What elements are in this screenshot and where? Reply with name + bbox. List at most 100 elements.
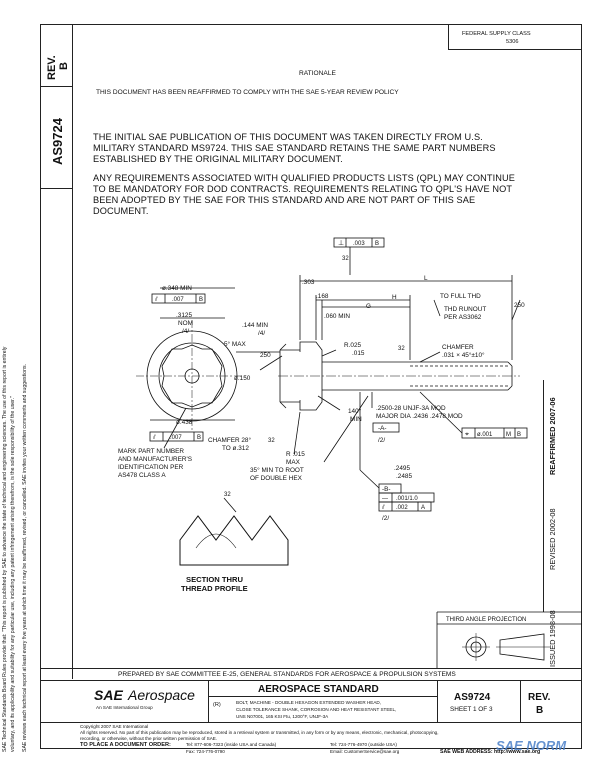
fcf5-symbol: ⫽: [381, 504, 385, 511]
prepared-by: PREPARED BY SAE COMMITTEE E-25, GENERAL …: [118, 671, 456, 678]
sheet-number: SHEET 1 OF 3: [450, 706, 493, 713]
revision-mark: (R): [213, 702, 221, 708]
footer-doc-number: AS9724: [454, 692, 491, 703]
rights-2: recording, or otherwise, without the pri…: [80, 736, 218, 741]
thread-runout-1: THD RUNOUT: [444, 306, 486, 313]
supply-class-line1: FEDERAL SUPPLY CLASS: [462, 31, 531, 37]
deg-5-max: 5° MAX: [224, 340, 246, 348]
qpl-line4: DOCUMENT.: [93, 206, 149, 216]
finish-32-top: 32: [342, 256, 349, 262]
dim-l: L: [424, 275, 428, 282]
qpl-line1: ANY REQUIREMENTS ASSOCIATED WITH QUALIFI…: [93, 173, 515, 183]
note-2b: /2/: [382, 515, 389, 522]
left-column-divider: [72, 24, 73, 679]
note-4b: /4/: [258, 330, 265, 337]
thread-profile: [179, 515, 289, 566]
thread-spec-2: MAJOR DIA .2436 .2478 MOD: [376, 413, 463, 420]
desc-line1: BOLT, MACHINE - DOUBLE HEXAGON EXTENDED …: [236, 700, 381, 705]
mark-line1: MARK PART NUMBER: [118, 448, 184, 455]
finish-250: 250: [514, 302, 525, 309]
left-num-divider: [40, 188, 73, 189]
max-label: MAX: [286, 459, 301, 466]
fcf4-tol: .001/1.0: [396, 496, 418, 502]
dia-2495: .2495: [394, 465, 410, 472]
fcf3-datum: B: [517, 432, 521, 438]
mark-line4: AS478 CLASS A: [118, 472, 166, 479]
datum-b: -B-: [382, 486, 391, 493]
dia-150: ø.150: [234, 375, 251, 382]
logo-tagline: An SAE International Group: [96, 705, 153, 710]
footer-desc-divider: [437, 680, 438, 722]
fcf-position: [378, 501, 432, 512]
desc-line2: CLOSE TOLERANCE SHANK, CORROSION AND HEA…: [236, 707, 397, 712]
fcf-head-bottom: [149, 431, 204, 442]
nom-label: NOM: [178, 320, 193, 327]
thread-runout-2: PER AS3062: [444, 314, 482, 321]
dim-h: H: [392, 294, 397, 301]
section-title-2: THREAD PROFILE: [181, 584, 248, 593]
footer-logo-divider: [208, 680, 209, 722]
fcf1-tol: .007: [172, 297, 184, 303]
angle-min: MIN: [350, 416, 362, 423]
chamfer-right-value: .031 × 45°±10°: [442, 351, 485, 359]
section-title-1: SECTION THRU: [186, 575, 243, 584]
dim-g: G: [366, 303, 371, 310]
rights-1: All rights reserved. No part of this pub…: [80, 730, 439, 735]
datum-a: -A-: [378, 425, 387, 432]
dia-438: ø.438: [176, 419, 193, 426]
footer-rev-label: REV.: [528, 692, 551, 703]
fcf2-tol: .007: [170, 435, 182, 441]
dim-060: .060 MIN: [324, 313, 350, 320]
fcf5-tol: .002: [396, 505, 408, 511]
full-thread-note: TO FULL THD: [440, 293, 481, 300]
phone-inside: Tel: 877-606-7323 (inside USA and Canada…: [186, 742, 277, 747]
mark-line2: AND MANUFACTURER'S: [118, 456, 192, 463]
fcf5-datum: A: [421, 505, 425, 511]
intro-line3: ESTABLISHED BY THE ORIGINAL MILITARY DOC…: [93, 154, 343, 164]
perp-tol: .003: [353, 241, 365, 247]
fax: Fax: 724-776-0790: [186, 749, 225, 754]
supply-class-line2: 5306: [506, 39, 519, 45]
aerospace-logo: Aerospace: [128, 687, 195, 703]
intro-line2: MILITARY STANDARD MS9724. THIS SAE STAND…: [93, 143, 496, 153]
fcf2-datum: B: [197, 435, 201, 441]
r-025: R.025: [344, 342, 361, 349]
thread-spec-1: .2500-28 UNJF-3A MOD: [376, 405, 446, 412]
footer-title-line: [208, 696, 437, 697]
footer-prepared-line: [40, 680, 582, 681]
r-015: .015: [352, 350, 365, 357]
fcf3-symbol: ⌖: [465, 431, 469, 438]
finish-250b: 250: [260, 352, 271, 359]
fcf4-symbol: —: [382, 496, 388, 502]
fcf1-datum: B: [199, 297, 203, 303]
qpl-line2: TO BE MANDATORY FOR DOD CONTRACTS. REQUI…: [93, 184, 513, 194]
note-4: /4/: [182, 328, 189, 335]
fcf3-mod: M: [506, 432, 511, 438]
perp-tol-frame: [333, 237, 385, 248]
root-line1: 35° MIN TO ROOT: [250, 466, 304, 474]
r-015-max: R .015: [286, 451, 305, 458]
datum-a-box: [372, 422, 400, 433]
footer-bottom-line: [40, 722, 582, 723]
fcf-head-top: [151, 293, 206, 304]
dim-144: .144 MIN: [242, 322, 268, 329]
rationale-title: RATIONALE: [299, 70, 336, 77]
chamfer-left-2: TO ø.312: [222, 445, 249, 452]
sae-logo: SAE: [94, 687, 123, 703]
root-line2: OF DOUBLE HEX: [250, 475, 303, 482]
left-rev-divider: [40, 86, 73, 87]
watermark: SAE NORM: [496, 738, 567, 753]
footer-rev-divider: [520, 680, 521, 722]
footer-rev-value: B: [536, 705, 544, 716]
copyright: Copyright 2007 SAE International: [80, 724, 149, 729]
footer-top-line: [40, 668, 582, 669]
qpl-line3: BEEN ADOPTED BY THE SAE FOR THIS STANDAR…: [93, 195, 476, 205]
dia-348: ø.348 MIN: [162, 285, 192, 292]
dim-3125: .3125: [176, 312, 192, 319]
right-column-divider: [543, 380, 544, 612]
finish-32c: 32: [268, 438, 275, 444]
web-address: SAE WEB ADDRESS: http://www.sae.org: [440, 749, 541, 755]
rationale-text: THIS DOCUMENT HAS BEEN REAFFIRMED TO COM…: [96, 89, 399, 96]
desc-line3: UNS N07001, 165 KSI Ftu, 1200°F, UNJF-3A: [236, 714, 329, 719]
